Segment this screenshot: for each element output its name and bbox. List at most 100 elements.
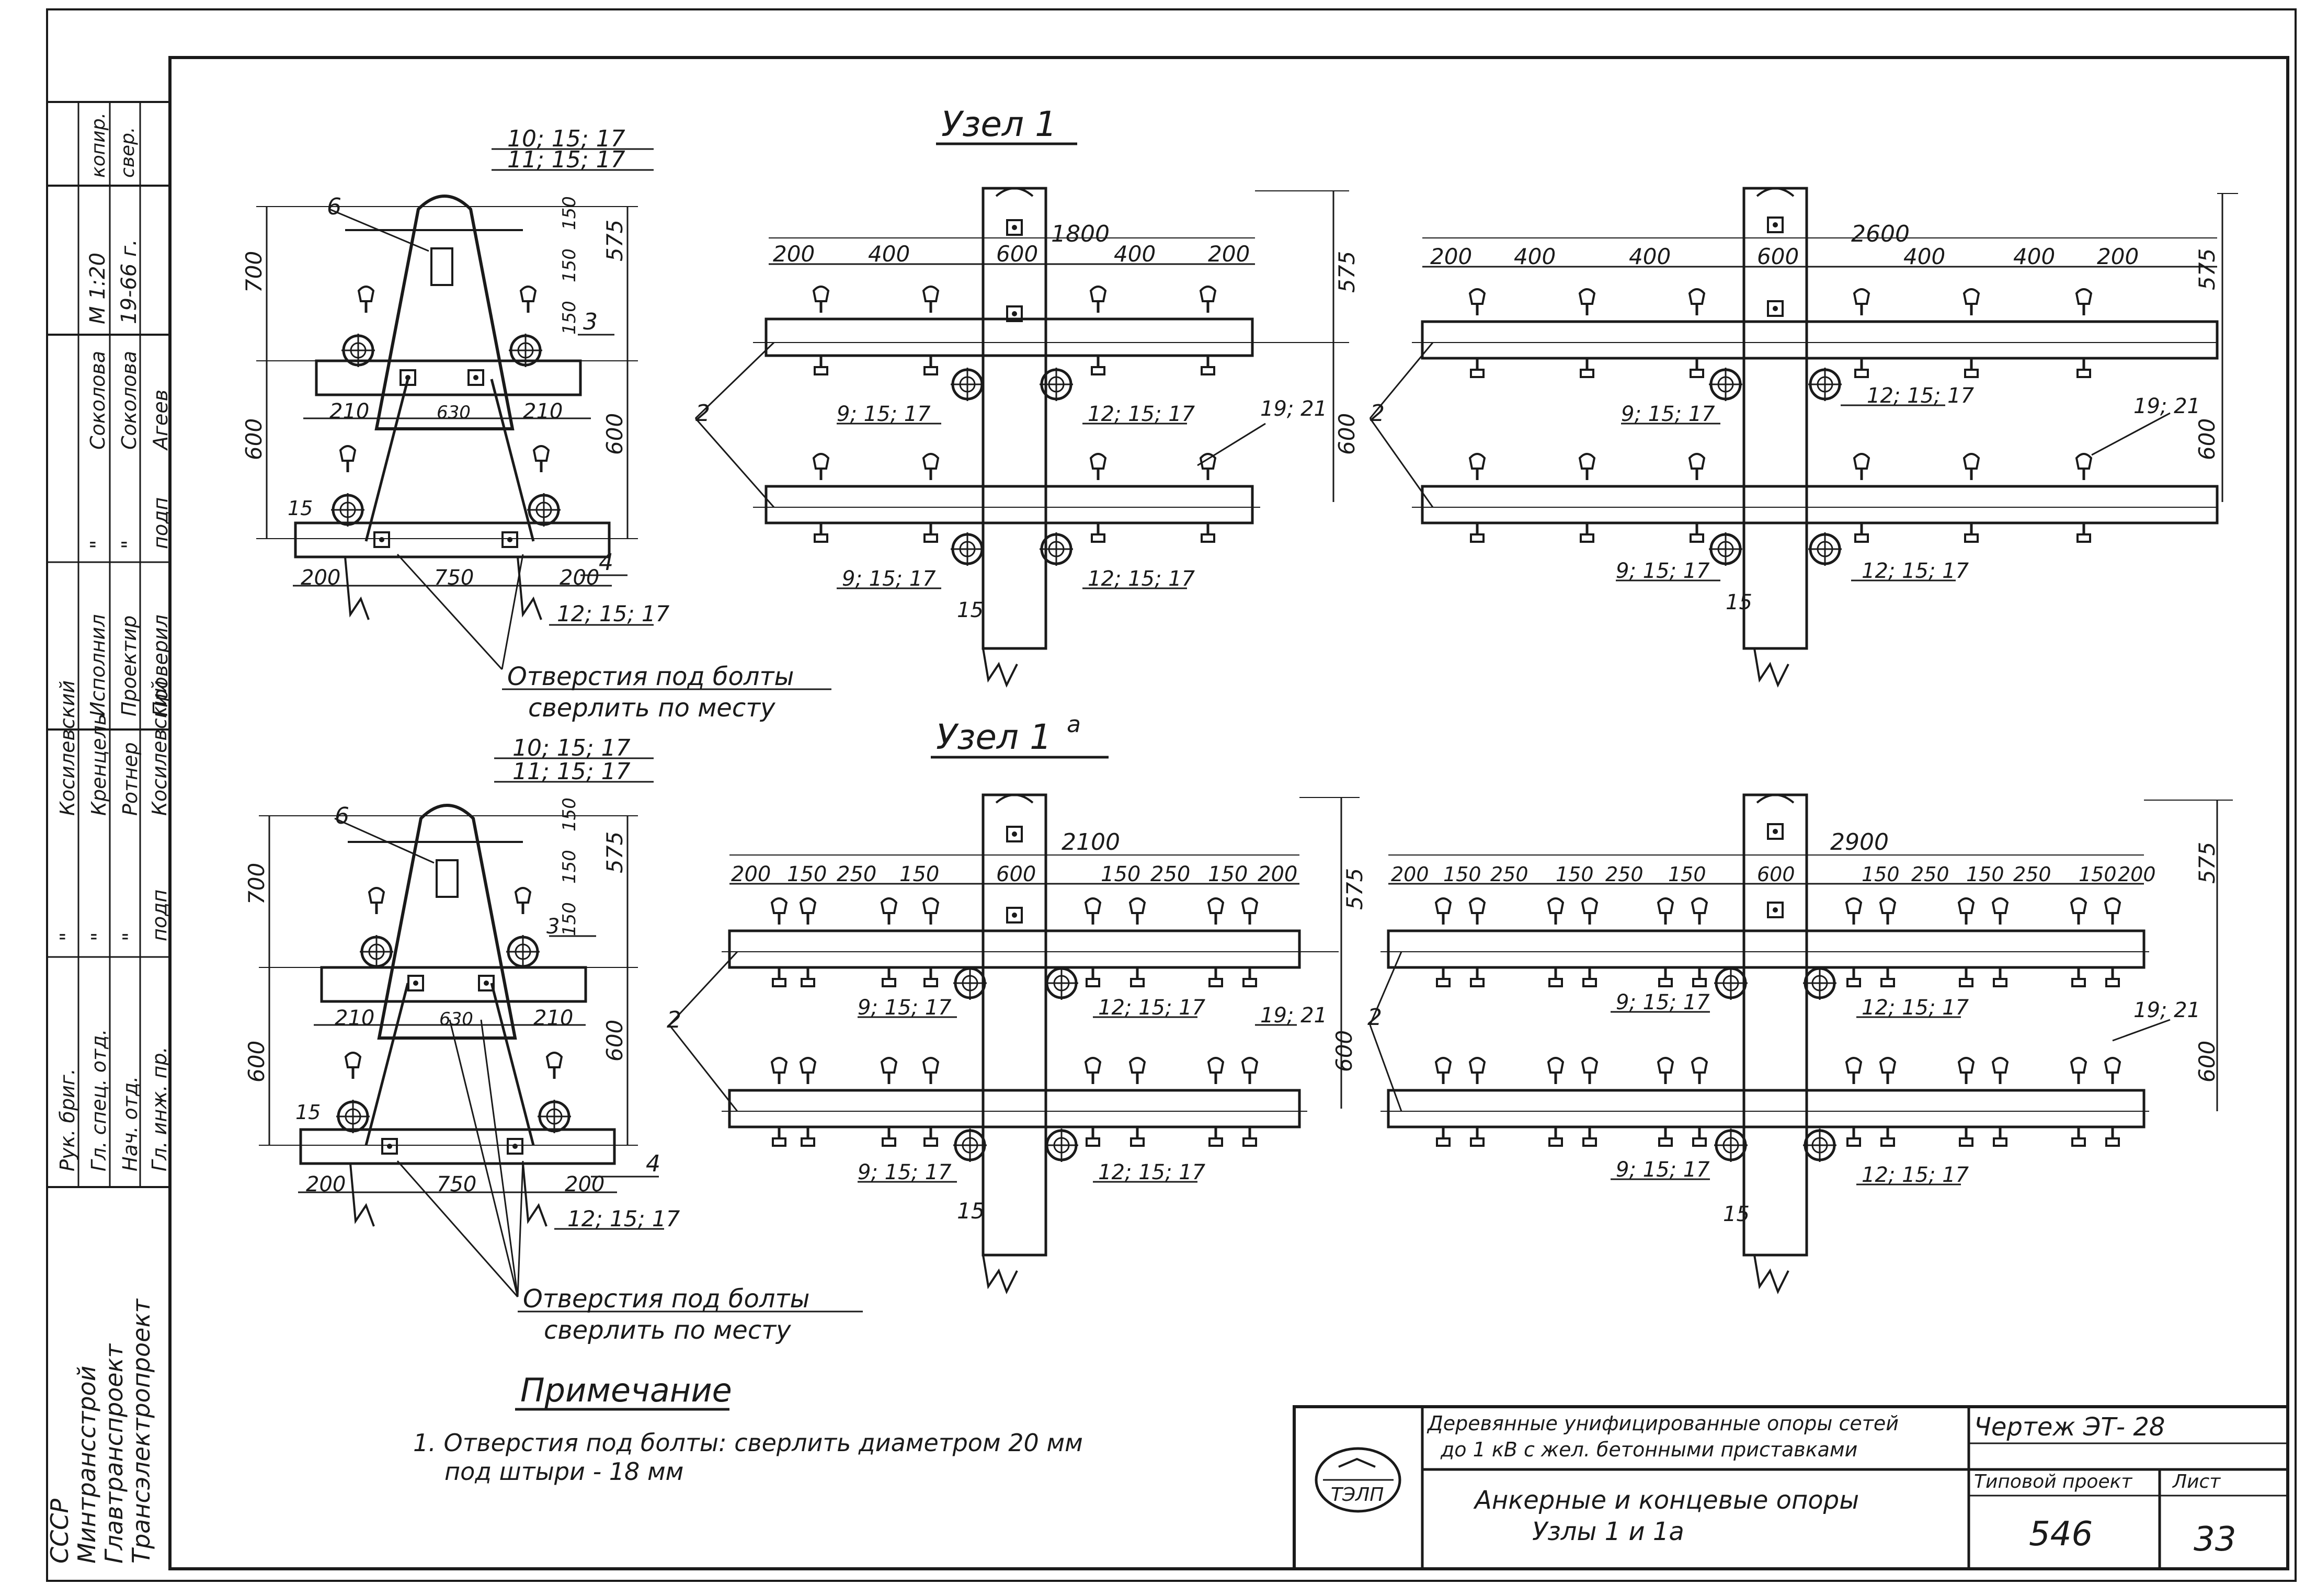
u1r-total: 2600 — [1851, 221, 1910, 247]
u1ar-dim-r4: 150 — [2079, 863, 2117, 886]
u1ar-dim-r3: 250 — [2013, 863, 2051, 886]
u1l-ref-d: 9; 15; 17 — [842, 567, 936, 591]
title-block-frame — [1293, 1405, 2289, 1570]
svg-text:Трансэлектропроект: Трансэлектропроект — [127, 1298, 155, 1564]
sv2-part6: 6 — [335, 803, 349, 829]
u1al-dim-r1: 250 — [1150, 862, 1190, 886]
sv2-dim200-left: 200 — [306, 1172, 346, 1196]
svg-text:19-66 г.: 19-66 г. — [117, 239, 141, 324]
u1al-ref-c: 19; 21 — [1260, 1004, 1327, 1028]
inner-frame — [168, 56, 2289, 1570]
project-number: 546 — [2029, 1515, 2093, 1554]
sv1-dim750: 750 — [434, 566, 474, 590]
heading-uzel1a: Узел 1 — [936, 717, 1052, 757]
u1l-ref-e: 12; 15; 17 — [1088, 567, 1195, 591]
drawing-title-line-1: Анкерные и концевые опоры — [1473, 1486, 1859, 1515]
u1r-ref-15: 15 — [1726, 590, 1752, 614]
svg-text:Исполнил: Исполнил — [86, 614, 109, 716]
u1ar-dim-r5: 200 — [2118, 863, 2156, 886]
note-line-2: под штыри - 18 мм — [444, 1457, 683, 1486]
u1al-dim-l1: 150 — [787, 862, 827, 886]
sv1-dim575: 575 — [602, 220, 627, 261]
u1al-total: 2100 — [1062, 829, 1120, 856]
stamp-roles: Рук. бриг. Гл. спец. отд. Нач. отд. Гл. … — [56, 1029, 171, 1172]
tel-logo: ТЭЛП — [1315, 1447, 1401, 1513]
svg-text:М 1:20: М 1:20 — [86, 253, 110, 324]
u1l-dim-1: 400 — [868, 241, 910, 267]
sv2-part3: 3 — [546, 915, 560, 939]
sv1-holes-note2: сверлить по месту — [528, 693, 775, 723]
sv1-holes-note1: Отверстия под болты — [507, 662, 794, 691]
u1l-dim-0: 200 — [773, 241, 815, 267]
heading-uzel1a-sup: а — [1067, 711, 1081, 738]
u1l-ref-c: 19; 21 — [1260, 397, 1327, 421]
u1r-dim575: 575 — [2194, 248, 2220, 290]
drawing-number: Чертеж ЭТ- 28 — [1974, 1412, 2165, 1442]
sv1-dim200-right: 200 — [560, 566, 599, 590]
sv1-dim200-left: 200 — [301, 566, 340, 590]
u1ar-ref-15: 15 — [1723, 1202, 1750, 1226]
stamp-names: Косилевский Ротнер Кренцель Косилевский — [56, 680, 171, 816]
u1l-dim-4: 200 — [1208, 241, 1250, 267]
u1al-dim575: 575 — [1342, 868, 1367, 910]
u1al-dim-r3: 200 — [1258, 862, 1297, 886]
sv1-dim210-right: 210 — [523, 400, 563, 424]
u1al-ref-d: 9; 15; 17 — [858, 1160, 952, 1184]
sv1-part6: 6 — [327, 193, 341, 220]
u1r-part2: 2 — [1370, 400, 1385, 427]
sv2-ref-top1: 10; 15; 17 — [512, 735, 631, 761]
u1r-ref-d: 9; 15; 17 — [1616, 559, 1710, 583]
left-stamp — [47, 101, 170, 1188]
u1ar-dim575: 575 — [2194, 842, 2220, 884]
svg-text:Проектир: Проектир — [118, 615, 141, 716]
svg-text:Минтрансстрой: Минтрансстрой — [73, 1365, 101, 1564]
u1al-dim-l3: 150 — [899, 862, 939, 886]
sv1-dim150a: 150 — [559, 301, 580, 335]
sv1-dim600-right: 600 — [602, 413, 627, 455]
u1r-dim-2: 400 — [1629, 244, 1671, 269]
u1ar-dim-l2: 250 — [1490, 863, 1528, 886]
u1r-dim-3: 600 — [1757, 244, 1799, 269]
u1al-dim600: 600 — [1331, 1030, 1357, 1072]
sv1-dim210-left: 210 — [329, 400, 369, 424]
svg-text:подп: подп — [148, 890, 171, 941]
heading-uzel1: Узел 1 — [941, 104, 1057, 144]
u1l-dim575: 575 — [1334, 251, 1360, 293]
svg-text:Соколова: Соколова — [118, 351, 141, 450]
u1ar-dim-r2: 150 — [1966, 863, 2004, 886]
u1r-dim-6: 200 — [2097, 244, 2139, 269]
u1ar-ref-a: 9; 15; 17 — [1616, 990, 1710, 1014]
svg-text:Соколова: Соколова — [86, 351, 109, 450]
u1l-dim-3: 400 — [1114, 241, 1156, 267]
svg-text:": " — [118, 540, 141, 549]
u1l-ref-b: 12; 15; 17 — [1088, 402, 1195, 426]
svg-text:": " — [87, 932, 110, 941]
sv1-part3: 3 — [583, 309, 598, 335]
sv1-dim700: 700 — [241, 251, 267, 293]
svg-text:копир.: копир. — [88, 112, 109, 178]
u1r-ref-e: 12; 15; 17 — [1862, 559, 1969, 583]
sv1-dim150c: 150 — [559, 196, 580, 230]
u1ar-dim-l1: 150 — [1443, 863, 1481, 886]
side-view-uzel1 — [256, 148, 654, 670]
stamp-copy-check: копир. свер. — [88, 112, 139, 178]
u1al-dim-l2: 250 — [837, 862, 876, 886]
u1l-ref-a: 9; 15; 17 — [837, 402, 931, 426]
svg-text:": " — [119, 932, 142, 941]
sv1-dim150b: 150 — [559, 248, 580, 282]
u1ar-total: 2900 — [1830, 829, 1889, 856]
sv2-dim600-right: 600 — [602, 1020, 627, 1062]
sv2-holes-note2: сверлить по месту — [544, 1316, 791, 1345]
u1al-dim-l0: 200 — [731, 862, 771, 886]
uzel1-right-plan — [1369, 187, 2238, 688]
sv2-dim630: 630 — [439, 1009, 473, 1030]
sv2-part4: 4 — [646, 1150, 660, 1177]
stamp-roles2: Проверил Проектир Исполнил — [86, 614, 172, 716]
sv1-dim630: 630 — [437, 402, 471, 423]
sv2-dim150c: 150 — [559, 797, 580, 831]
sheet-number: 33 — [2194, 1520, 2236, 1559]
sv2-dim150b: 150 — [559, 850, 580, 884]
u1al-ref-15: 15 — [957, 1198, 985, 1224]
u1al-ref-e: 12; 15; 17 — [1098, 1160, 1206, 1184]
u1l-ref-15: 15 — [957, 598, 984, 622]
